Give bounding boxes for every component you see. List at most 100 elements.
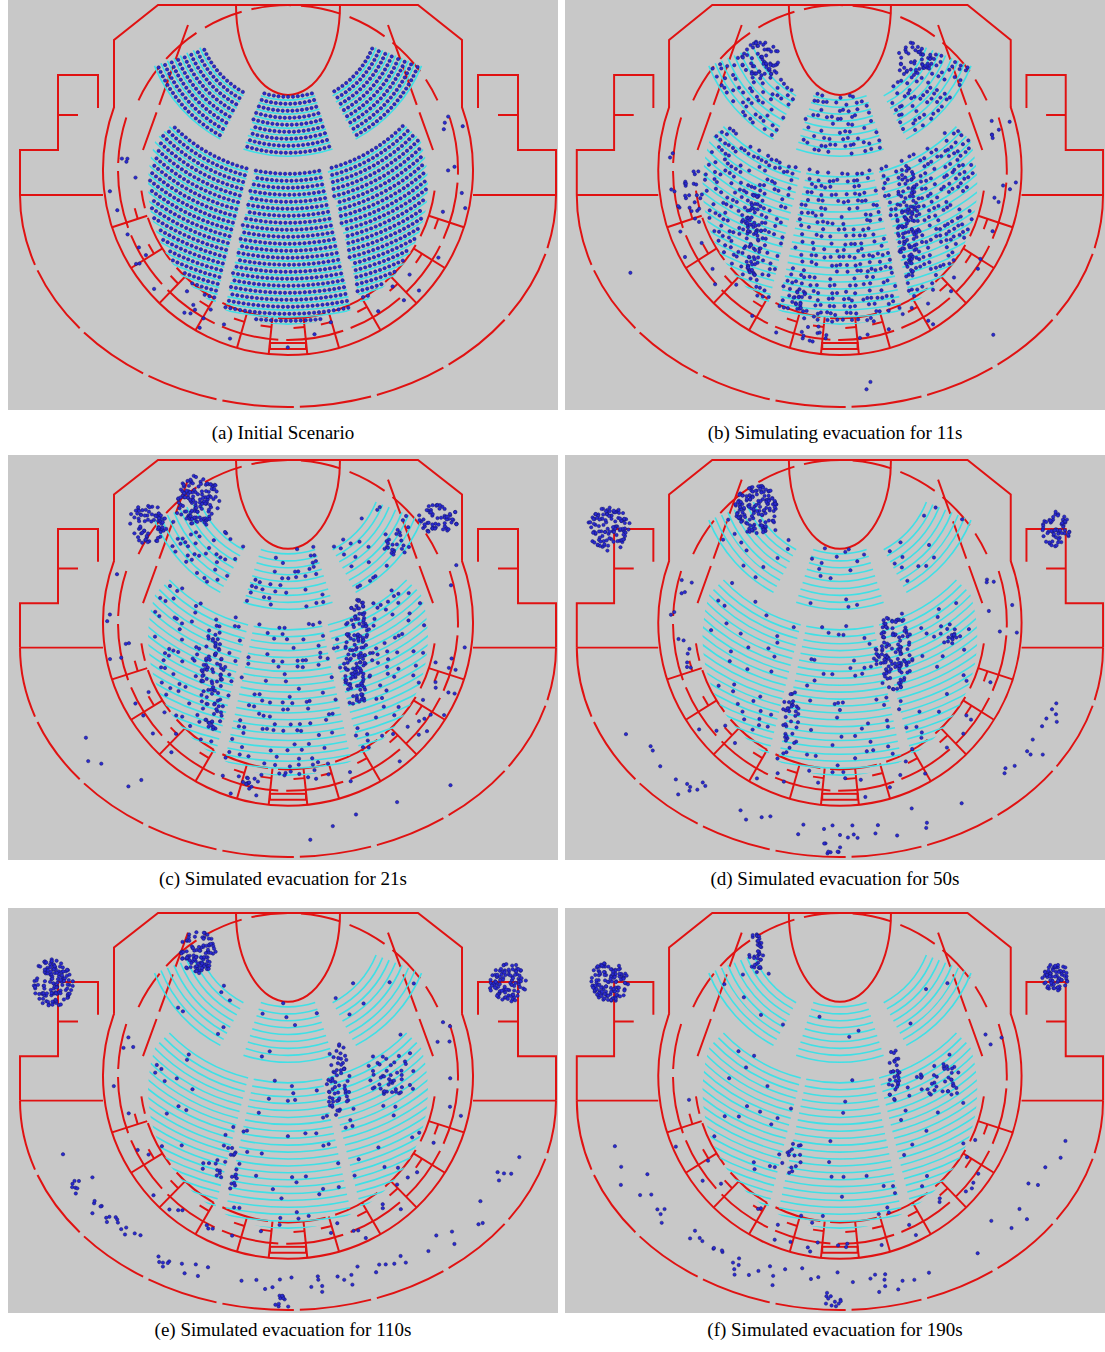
agent-dot bbox=[214, 131, 217, 134]
agent-dot bbox=[937, 75, 940, 78]
wall bbox=[963, 248, 994, 268]
agent-dot bbox=[900, 79, 903, 82]
agent-dot bbox=[274, 221, 277, 224]
agent-dot bbox=[443, 121, 446, 124]
agent-dot bbox=[219, 210, 222, 213]
agent-dot bbox=[267, 107, 270, 110]
floor-plan bbox=[8, 0, 558, 410]
agent-dot bbox=[370, 149, 373, 152]
agent-dot bbox=[227, 299, 230, 302]
agent-dot bbox=[412, 162, 415, 165]
agent-dot bbox=[224, 113, 227, 116]
agent-dot bbox=[231, 293, 234, 296]
agent-dot bbox=[820, 129, 823, 132]
agent-dot bbox=[360, 185, 363, 188]
agent-dot bbox=[235, 265, 238, 268]
agent-dot bbox=[168, 234, 171, 237]
agent-dot bbox=[417, 202, 420, 205]
agent-dot bbox=[316, 184, 319, 187]
agent-dot bbox=[190, 166, 193, 169]
seat-row bbox=[59, 234, 211, 322]
agent-dot bbox=[290, 277, 293, 280]
agent-dot bbox=[309, 318, 312, 321]
agent-dot bbox=[864, 149, 867, 152]
agent-dot bbox=[379, 107, 382, 110]
agent-dot bbox=[776, 94, 779, 97]
agent-dot bbox=[829, 143, 832, 146]
agent-dot bbox=[246, 145, 249, 148]
agent-dot bbox=[243, 281, 246, 284]
agent-dot bbox=[266, 255, 269, 258]
agent-dot bbox=[303, 101, 306, 104]
agent-dot bbox=[257, 283, 260, 286]
seat-row bbox=[884, 141, 971, 192]
agent-dot bbox=[320, 183, 323, 186]
agent-dot bbox=[352, 247, 355, 250]
agent-dot bbox=[268, 241, 271, 244]
agent-dot bbox=[394, 239, 397, 242]
agent-dot bbox=[305, 122, 308, 125]
seat-row bbox=[94, 200, 223, 274]
agent-dot bbox=[771, 124, 774, 127]
seat-row bbox=[620, 229, 766, 315]
agent-dot bbox=[178, 231, 181, 234]
agent-dot bbox=[241, 223, 244, 226]
agent-dot bbox=[930, 72, 933, 75]
agent-dot bbox=[231, 221, 234, 224]
agent-dot bbox=[222, 323, 225, 326]
agent-dot bbox=[321, 282, 324, 285]
agent-dot bbox=[306, 255, 309, 258]
agent-dot bbox=[318, 169, 321, 172]
agent-dot bbox=[868, 142, 871, 145]
seat-row bbox=[251, 187, 325, 191]
agent-dot bbox=[424, 188, 427, 191]
agent-dot bbox=[254, 169, 257, 172]
agent-dot bbox=[358, 107, 361, 110]
seat-row bbox=[704, 146, 794, 199]
agent-dot bbox=[200, 203, 203, 206]
agent-dot bbox=[313, 241, 316, 244]
agent-dot bbox=[376, 247, 379, 250]
agent-dot bbox=[386, 204, 389, 207]
agent-dot bbox=[322, 261, 325, 264]
agent-dot bbox=[283, 116, 286, 119]
agent-dot bbox=[334, 244, 337, 247]
agent-dot bbox=[260, 177, 263, 180]
agent-dot bbox=[313, 170, 316, 173]
agent-dot bbox=[393, 270, 396, 273]
agent-dot bbox=[282, 144, 285, 147]
agent-dot bbox=[272, 235, 275, 238]
agent-dot bbox=[208, 273, 211, 276]
seat-row bbox=[897, 58, 952, 121]
agent-dot bbox=[215, 267, 218, 270]
agent-dot bbox=[207, 258, 210, 261]
agent-dot bbox=[385, 197, 388, 200]
agent-dot bbox=[344, 162, 347, 165]
agent-dot bbox=[390, 134, 393, 137]
seat-row bbox=[689, 161, 789, 220]
agent-dot bbox=[376, 161, 379, 164]
agent-dot bbox=[348, 256, 351, 259]
agent-dot bbox=[196, 239, 199, 242]
agent-dot bbox=[352, 196, 355, 199]
agent-dot bbox=[390, 106, 393, 109]
agent-dot bbox=[247, 253, 250, 256]
agent-dot bbox=[263, 92, 266, 95]
seat-row bbox=[679, 170, 786, 233]
agent-dot bbox=[373, 263, 376, 266]
agent-dot bbox=[388, 179, 391, 182]
agent-dot bbox=[355, 275, 358, 278]
agent-dot bbox=[204, 227, 207, 230]
agent-dot bbox=[205, 52, 208, 55]
agent-dot bbox=[376, 201, 379, 204]
agent-dot bbox=[377, 65, 380, 68]
agent-dot bbox=[204, 88, 207, 91]
agent-dot bbox=[268, 192, 271, 195]
agent-dot bbox=[341, 279, 344, 282]
agent-dot bbox=[355, 71, 358, 74]
agent-dot bbox=[296, 256, 299, 259]
agent-dot bbox=[813, 99, 816, 102]
agent-dot bbox=[278, 312, 281, 315]
agent-dot bbox=[295, 123, 298, 126]
agent-dot bbox=[370, 234, 373, 237]
